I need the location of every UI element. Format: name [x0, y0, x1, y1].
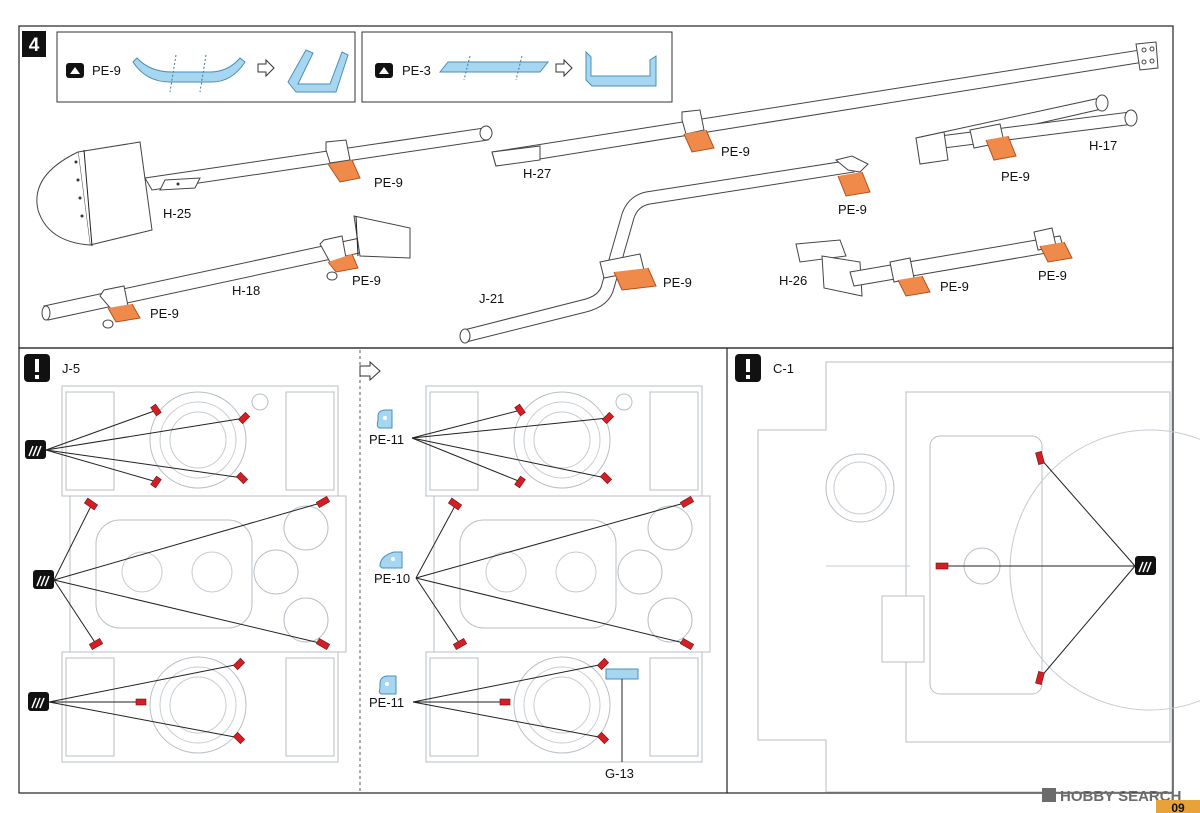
legend-pe3-label: PE-3 — [402, 63, 431, 78]
part-j21-tool — [459, 155, 871, 344]
label-h27: H-27 — [523, 166, 551, 181]
step-number-badge: 4 — [22, 31, 46, 57]
label-h18-pe9-b: PE-9 — [150, 306, 179, 321]
label-g13: G-13 — [605, 766, 634, 781]
label-h18: H-18 — [232, 283, 260, 298]
legend-pe9-label: PE-9 — [92, 63, 121, 78]
pe3-flat-shape — [438, 61, 550, 73]
legend-pe3: PE-3 — [361, 31, 673, 103]
label-h26: H-26 — [779, 273, 807, 288]
label-j21-pe9-b: PE-9 — [663, 275, 692, 290]
label-j5: J-5 — [62, 361, 80, 376]
pe9-folded-shape — [287, 49, 349, 93]
label-h26-pe9-a: PE-9 — [940, 279, 969, 294]
part-h27-bar — [491, 41, 1159, 167]
arrow-right-icon — [555, 58, 573, 78]
watermark-text: HOBBY SEARCH — [1060, 788, 1181, 805]
part-h26-tool — [795, 227, 1073, 297]
weld-texture-icon — [25, 440, 46, 459]
label-j21: J-21 — [479, 291, 504, 306]
fold-up-icon — [66, 63, 84, 78]
arrow-right-icon — [257, 58, 275, 78]
label-h25: H-25 — [163, 206, 191, 221]
lower-panel-frame — [18, 347, 1174, 794]
pe9-flat-shape — [132, 57, 246, 83]
weld-markers-right — [935, 451, 1156, 685]
hull-deck-middle — [425, 385, 711, 763]
pe-markers-middle: PE-11 PE-10 PE-11 G-13 — [369, 403, 695, 781]
svg-text:4: 4 — [29, 35, 40, 56]
label-h25-pe9: PE-9 — [374, 175, 403, 190]
label-pe11-top: PE-11 — [369, 432, 404, 447]
weld-markers-left — [25, 403, 331, 745]
hull-rear-plate — [757, 361, 1200, 793]
g13-part-shape — [605, 668, 639, 680]
pe3-folded-shape — [585, 50, 657, 87]
part-h17-tool — [915, 94, 1138, 165]
page-number: 09 — [1171, 801, 1185, 813]
attention-badge-left — [24, 354, 50, 382]
attention-badge-right — [735, 354, 761, 382]
label-h17: H-17 — [1089, 138, 1117, 153]
hull-deck-left — [61, 385, 347, 763]
weld-texture-icon — [1135, 556, 1156, 575]
weld-texture-icon — [28, 692, 49, 711]
label-h27-pe9: PE-9 — [721, 144, 750, 159]
part-h18-tool — [41, 215, 411, 329]
page-number-tab: 09 — [1156, 800, 1200, 813]
label-c1: C-1 — [773, 361, 794, 376]
label-h18-pe9-a: PE-9 — [352, 273, 381, 288]
arrow-right-icon — [359, 360, 381, 382]
label-j21-pe9-a: PE-9 — [838, 202, 867, 217]
label-h26-pe9-b: PE-9 — [1038, 268, 1067, 283]
label-h17-pe9: PE-9 — [1001, 169, 1030, 184]
watermark: HOBBY SEARCH — [1042, 788, 1181, 805]
label-pe11-bottom: PE-11 — [369, 695, 404, 710]
part-h25-shovel — [36, 125, 493, 247]
label-pe10: PE-10 — [374, 571, 410, 586]
pe10-shape — [379, 551, 403, 569]
fold-up-icon — [375, 63, 393, 78]
legend-pe9: PE-9 — [56, 31, 356, 103]
weld-texture-icon — [33, 570, 54, 589]
